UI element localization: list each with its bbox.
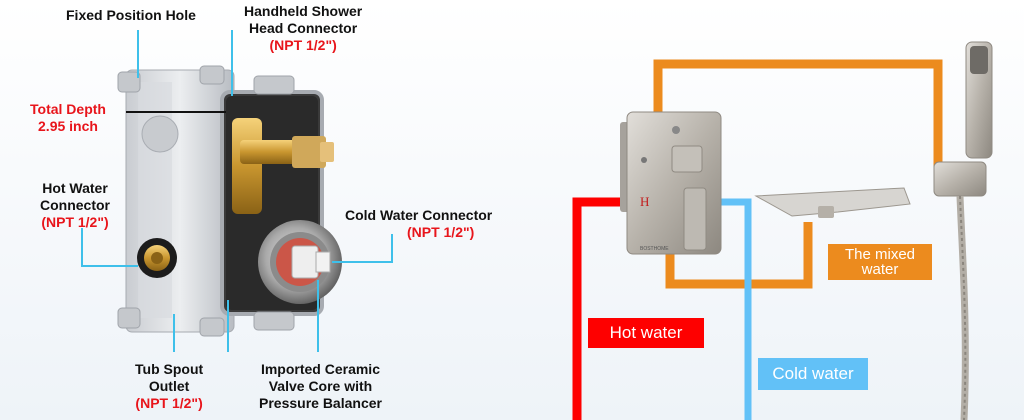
mixed-water-tag: The mixed water — [828, 244, 932, 280]
hot-water-connector-label: Hot Water Connector (NPT 1/2") — [40, 180, 110, 231]
leader-lines — [81, 30, 393, 352]
valve-core-label: Imported Ceramic Valve Core with Pressur… — [259, 361, 382, 412]
cold-tag-text: Cold water — [772, 364, 854, 383]
cold-water-pipe — [712, 198, 752, 420]
depth-line2: 2.95 inch — [38, 118, 98, 134]
cold-water-connector-label: Cold Water Connector (NPT 1/2") — [345, 207, 492, 241]
mixed-line1: The mixed — [844, 246, 916, 263]
hot-spec: (NPT 1/2") — [41, 214, 109, 230]
handheld-connector-label: Handheld Shower Head Connector (NPT 1/2"… — [244, 3, 362, 54]
cold-water-tag: Cold water — [758, 358, 868, 390]
tub-spout-label: Tub Spout Outlet (NPT 1/2") — [135, 361, 203, 412]
handheld-shower — [933, 41, 993, 420]
brand-mark: BOSTHOME — [640, 246, 669, 252]
handheld-spec: (NPT 1/2") — [269, 37, 337, 53]
tub-line1: Tub Spout — [135, 361, 204, 377]
tub-spout — [754, 187, 911, 218]
hot-water-tag: Hot water — [588, 318, 704, 348]
handheld-line2: Head Connector — [249, 20, 358, 36]
hot-water-pipe — [572, 197, 632, 420]
depth-line1: Total Depth — [30, 101, 106, 117]
hot-water-port — [137, 238, 177, 278]
mixed-line2: water — [861, 261, 899, 278]
hot-line2: Connector — [40, 197, 110, 213]
valve-line2: Valve Core with — [268, 378, 373, 394]
mixed-water-pipe — [653, 59, 943, 289]
cold-title: Cold Water Connector — [345, 207, 493, 223]
hot-h-mark: H — [640, 194, 649, 209]
handheld-connector-stem — [232, 118, 334, 214]
tub-line2: Outlet — [148, 378, 190, 394]
cold-spec: (NPT 1/2") — [406, 224, 475, 240]
trim-plate — [620, 111, 722, 255]
tub-spec: (NPT 1/2") — [135, 395, 203, 411]
fixed-position-hole-label: Fixed Position Hole — [66, 7, 196, 23]
handheld-line1: Handheld Shower — [244, 3, 363, 19]
total-depth-label: Total Depth 2.95 inch — [30, 101, 106, 135]
valve-line3: Pressure Balancer — [259, 395, 382, 411]
valve-line1: Imported Ceramic — [260, 361, 380, 377]
hot-line1: Hot Water — [42, 180, 108, 196]
valve-core — [258, 220, 342, 304]
hot-tag-text: Hot water — [609, 323, 683, 342]
